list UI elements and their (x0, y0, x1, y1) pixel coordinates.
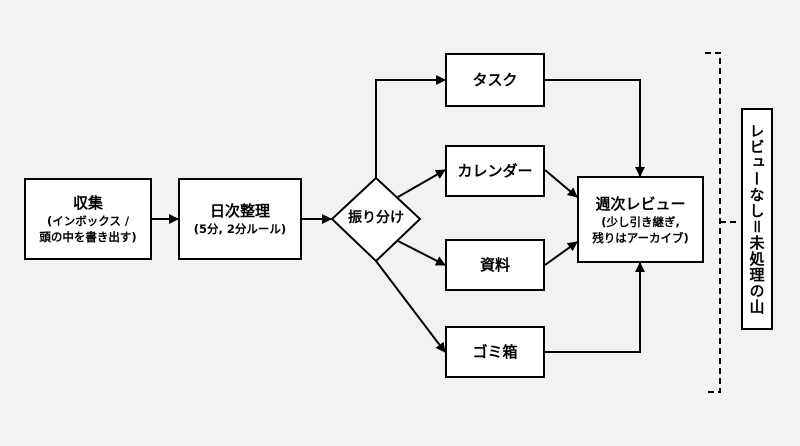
arrow-task-to-weekly (545, 79, 645, 177)
material-label: 資料 (479, 256, 510, 274)
daily-title: 日次整理 (209, 202, 270, 220)
collect-title: 収集 (72, 194, 103, 212)
daily-sub: (5分, 2分ルール) (193, 222, 287, 236)
collect-sub1: (インボックス / (46, 214, 130, 228)
calendar-box: カレンダー (445, 145, 545, 197)
daily-box: 日次整理 (5分, 2分ルール) (178, 178, 302, 260)
task-box: タスク (445, 53, 545, 107)
sort-label: 振り分け (348, 210, 404, 226)
arrow-sort-to-task (375, 75, 446, 178)
collect-sub2: 頭の中を書き出す) (39, 230, 137, 244)
arrow-calendar-to-weekly (544, 169, 578, 198)
weekly-sub1: (少し引き継ぎ, (601, 214, 680, 229)
arrow-trash-to-weekly (545, 262, 645, 353)
calendar-label: カレンダー (457, 162, 533, 180)
weekly-title: 週次レビュー (595, 194, 686, 213)
note-label: レビューなし＝未処理の山 (747, 122, 766, 315)
material-box: 資料 (445, 239, 545, 291)
trash-box: ゴミ箱 (445, 326, 545, 378)
weekly-box: 週次レビュー (少し引き継ぎ, 残りはアーカイブ) (577, 176, 704, 263)
arrow-sort-to-trash (375, 260, 446, 353)
arrow-sort-to-material (397, 240, 446, 266)
dashed-bracket (705, 52, 721, 393)
weekly-sub2: 残りはアーカイブ) (592, 230, 689, 245)
task-label: タスク (472, 71, 518, 89)
collect-box: 収集 (インボックス / 頭の中を書き出す) (24, 178, 152, 260)
arrow-material-to-weekly (544, 241, 578, 266)
note-box: レビューなし＝未処理の山 (741, 108, 773, 330)
arrow-sort-to-calendar (397, 169, 446, 198)
trash-label: ゴミ箱 (472, 343, 518, 361)
sort-diamond (330, 176, 422, 263)
